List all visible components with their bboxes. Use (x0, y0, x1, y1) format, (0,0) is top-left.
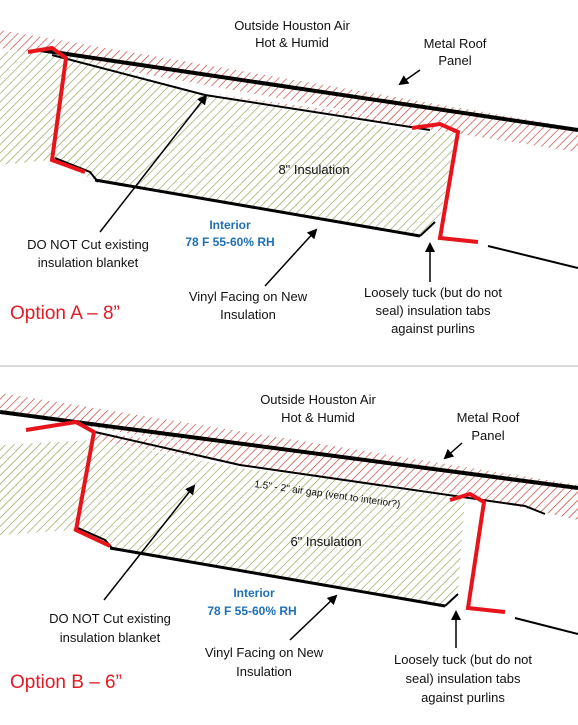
left-purlin (25, 419, 111, 548)
outside-air-label-line2: Hot & Humid (255, 35, 329, 50)
tuck-label-line2: seal) insulation tabs (406, 671, 521, 686)
roof-gap-hatch (200, 92, 578, 152)
lower-roof-line (514, 617, 578, 635)
air-gap-hatch (95, 432, 578, 520)
tuck-label-line2: seal) insulation tabs (376, 303, 491, 318)
metal-roof-label-line1: Metal Roof (424, 36, 487, 51)
do-not-cut-label-line2: insulation blanket (38, 255, 139, 270)
interior-conditions: 78 F 55-60% RH (207, 604, 296, 618)
lower-roof-line (487, 245, 578, 269)
interior-conditions: 78 F 55-60% RH (185, 235, 274, 249)
metal-roof-panel-line (0, 410, 578, 490)
metal-roof-label-line2: Panel (438, 53, 471, 68)
vinyl-facing-line (94, 178, 421, 238)
do-not-cut-label-line2: insulation blanket (60, 630, 161, 645)
tuck-label-line3: against purlins (421, 690, 505, 705)
metal-roof-panel-line (39, 48, 578, 132)
facing-tab-right (444, 593, 459, 607)
outside-air-label-line1: Outside Houston Air (234, 18, 350, 33)
do-not-cut-label-line1: DO NOT Cut existing (27, 237, 149, 252)
interior-label: Interior (233, 586, 275, 600)
vinyl-facing-label-line2: Insulation (236, 664, 292, 679)
option-b-panel: Outside Houston Air Hot & Humid Metal Ro… (0, 392, 578, 705)
vinyl-arrow (264, 228, 318, 287)
tuck-label-line1: Loosely tuck (but do not (364, 285, 502, 300)
vinyl-facing-label-line2: Insulation (220, 307, 276, 322)
do-not-cut-arrow (99, 94, 208, 233)
vinyl-facing-label-line1: Vinyl Facing on New (205, 645, 324, 660)
option-a-title: Option A – 8” (10, 303, 120, 324)
insulation-thickness-label: 6" Insulation (290, 534, 361, 549)
vinyl-facing-label-line1: Vinyl Facing on New (189, 289, 308, 304)
interior-label: Interior (209, 218, 251, 232)
tuck-label-line1: Loosely tuck (but do not (394, 652, 532, 667)
outside-air-hatch (0, 30, 578, 152)
existing-insulation-hatch (0, 50, 455, 236)
new-insulation-hatch (0, 440, 470, 606)
right-purlin (411, 121, 479, 244)
metal-roof-arrow (398, 69, 421, 86)
do-not-cut-label-line1: DO NOT Cut existing (49, 611, 171, 626)
existing-blanket-line (94, 431, 546, 515)
do-not-cut-arrow (103, 484, 196, 601)
option-a-panel: Outside Houston Air Hot & Humid Metal Ro… (0, 18, 578, 336)
vinyl-facing-line (109, 546, 446, 608)
right-purlin (449, 491, 506, 614)
metal-roof-arrow (443, 442, 463, 460)
left-purlin (27, 45, 86, 174)
facing-tab-right (419, 221, 436, 237)
option-b-title: Option B – 6” (10, 672, 122, 693)
insulation-thickness-label: 8" Insulation (278, 162, 349, 177)
outside-air-label-line2: Hot & Humid (281, 410, 355, 425)
metal-roof-label-line1: Metal Roof (457, 410, 520, 425)
metal-roof-label-line2: Panel (471, 428, 504, 443)
tuck-label-line3: against purlins (391, 321, 475, 336)
outside-air-label-line1: Outside Houston Air (260, 392, 376, 407)
vinyl-arrow (289, 594, 338, 641)
facing-tab-left (54, 157, 99, 183)
